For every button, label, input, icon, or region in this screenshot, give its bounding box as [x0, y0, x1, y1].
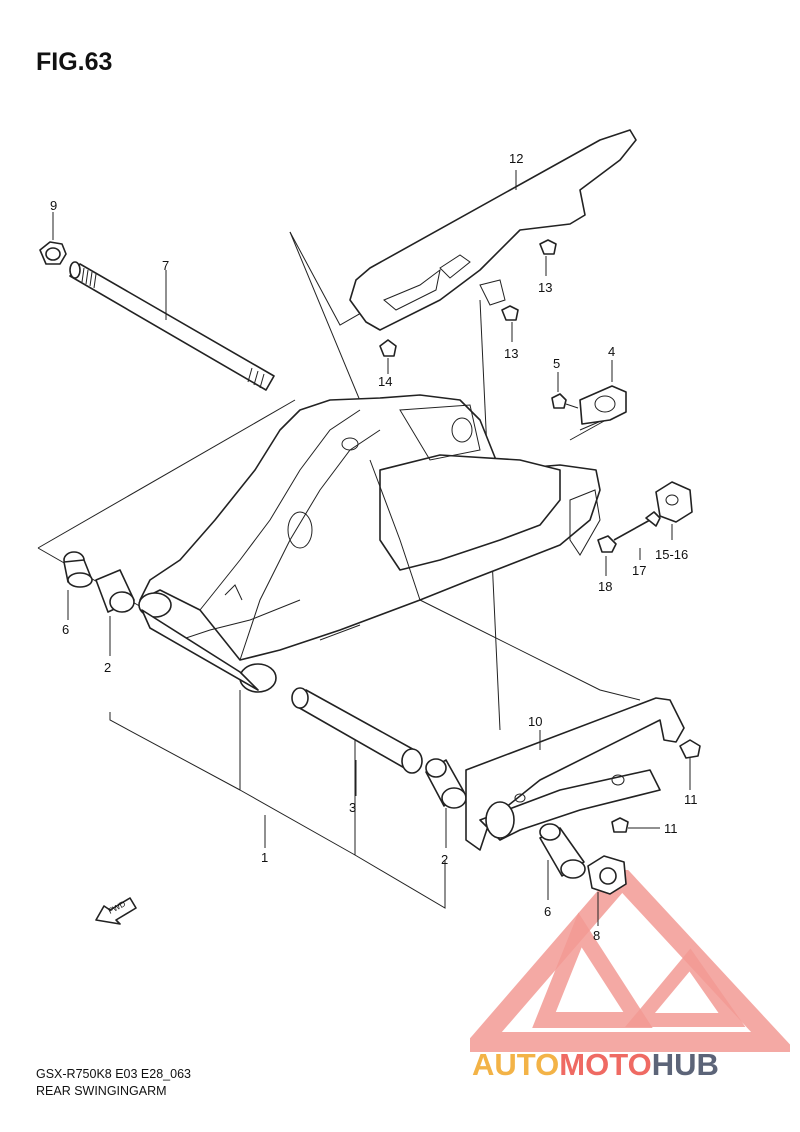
watermark-auto: AUTO [472, 1047, 560, 1082]
part-7-pivot-shaft [69, 261, 275, 391]
callout-4: 4 [608, 344, 615, 359]
fwd-arrow-icon: FWD [95, 897, 137, 925]
part-12-chain-cover [349, 129, 637, 331]
watermark-logo [470, 870, 790, 1052]
callout-18: 18 [598, 579, 612, 594]
model-code: GSX-R750K8 E03 E28_063 [36, 1067, 191, 1081]
callout-labels: 9 7 12 13 13 14 5 4 15-16 17 18 6 2 10 1… [50, 151, 698, 943]
diagram-footer: GSX-R750K8 E03 E28_063 REAR SWINGINGARM [36, 1066, 191, 1100]
part-11-bolt-upper [679, 739, 701, 790]
callout-11-lower: 11 [664, 821, 678, 836]
callout-15-16: 15-16 [655, 547, 688, 562]
callout-11-upper: 11 [684, 792, 698, 807]
callout-13-lower: 13 [504, 346, 518, 361]
part-1-swingarm [138, 394, 601, 848]
callout-5: 5 [553, 356, 560, 371]
part-18-nut [597, 535, 617, 576]
part-2-bearing-left [95, 569, 135, 656]
part-13-screw-upper [539, 239, 557, 276]
part-4-bracket [579, 360, 627, 425]
callout-7: 7 [162, 258, 169, 273]
part-6-collar-right [539, 823, 586, 900]
callout-2-right: 2 [441, 852, 448, 867]
part-3-pivot-tube [291, 687, 423, 796]
callout-3: 3 [349, 800, 356, 815]
part-11-bolt-lower [611, 817, 660, 833]
callout-10: 10 [528, 714, 542, 729]
part-10-chain-buffer [465, 697, 685, 851]
part-5-bolt [551, 372, 579, 409]
callout-9: 9 [50, 198, 57, 213]
part-6-collar-left [63, 551, 93, 620]
watermark-hub: HUB [651, 1047, 719, 1082]
figure-title: FIG.63 [36, 48, 113, 76]
callout-8: 8 [593, 928, 600, 943]
part-17-adjuster-bolt [613, 511, 661, 560]
callout-12: 12 [509, 151, 523, 166]
part-15-16-adjuster [655, 481, 693, 540]
part-9-nut [39, 212, 67, 265]
callout-6-right: 6 [544, 904, 551, 919]
part-14-clip [379, 339, 397, 374]
callout-17: 17 [632, 563, 646, 578]
part-13-screw-lower [501, 305, 519, 342]
section-name: REAR SWINGINGARM [36, 1084, 167, 1098]
part-2-bearing-right [425, 758, 467, 848]
callout-14: 14 [378, 374, 392, 389]
watermark-text: AUTOMOTOHUB [472, 1047, 719, 1083]
callout-1: 1 [261, 850, 268, 865]
part-8-nut [587, 855, 627, 926]
callout-2-left: 2 [104, 660, 111, 675]
callout-6-left: 6 [62, 622, 69, 637]
callout-13-upper: 13 [538, 280, 552, 295]
watermark-moto: MOTO [559, 1047, 652, 1082]
